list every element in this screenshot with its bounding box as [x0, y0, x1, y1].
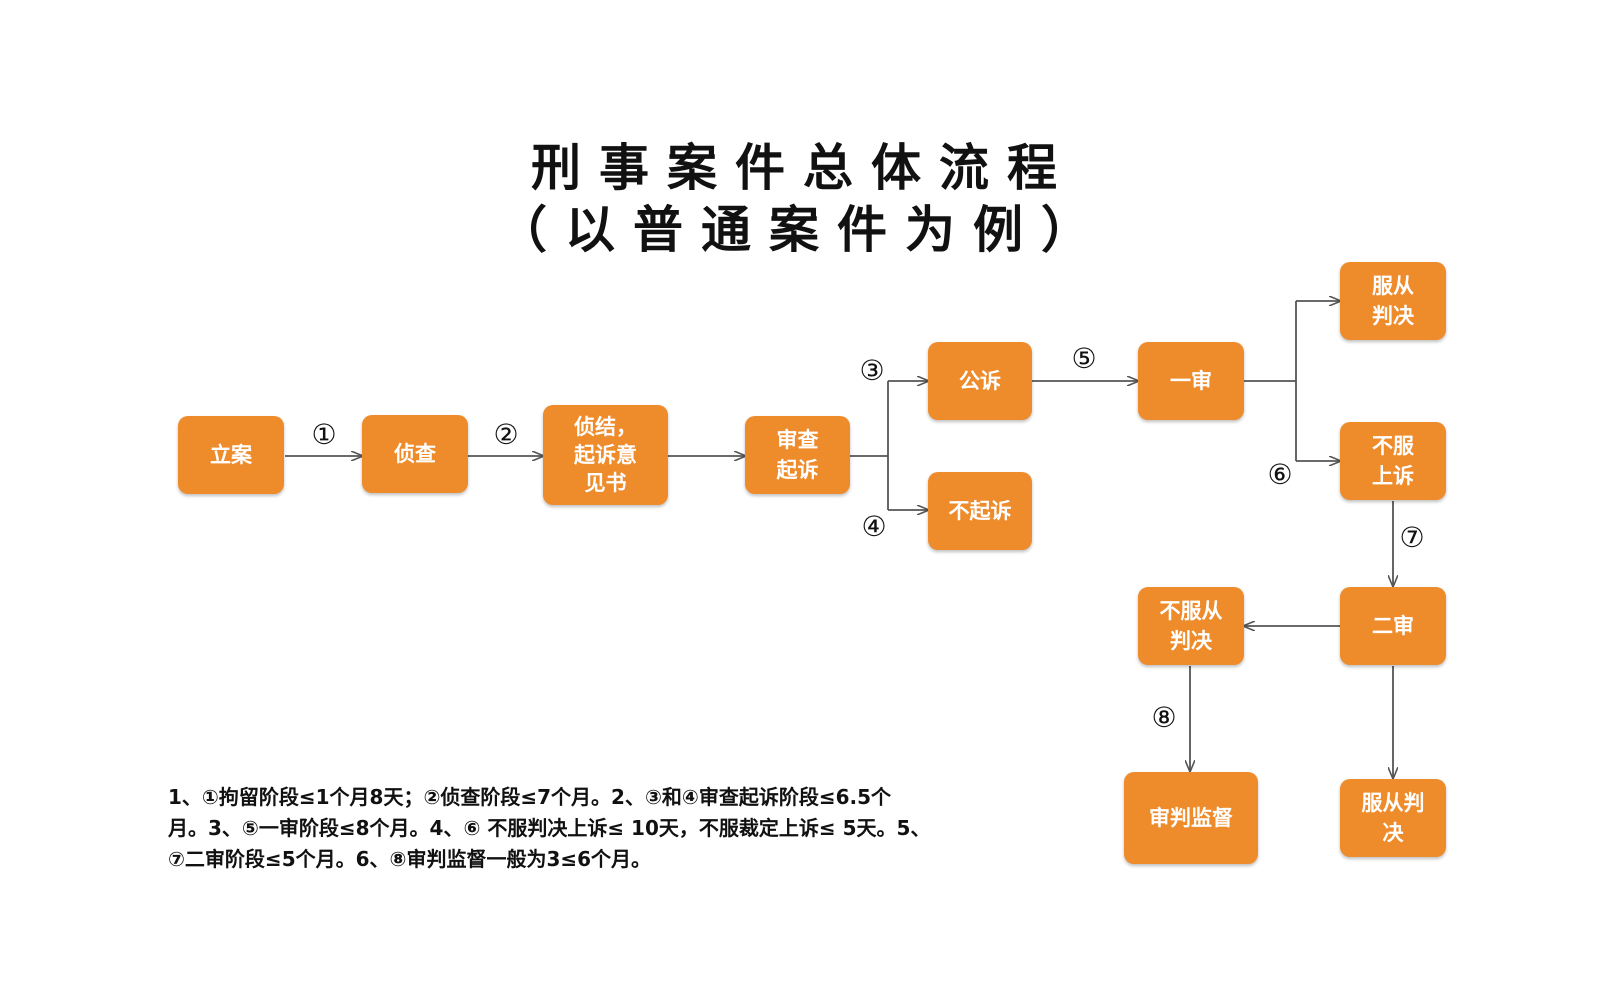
node-zhencha: 侦查: [362, 415, 468, 493]
step-label-4: ④: [861, 510, 887, 543]
node-zhenjie-qisu-yijianshu: 侦结， 起诉意 见书: [543, 405, 668, 505]
notes-line-3: ⑦二审阶段≤5个月。6、⑧审判监督一般为3≤6个月。: [168, 847, 652, 871]
node-bufucong-panjue: 不服从 判决: [1138, 587, 1244, 665]
notes-block: 1、①拘留阶段≤1个月8天；②侦查阶段≤7个月。2、③和④审查起诉阶段≤6.5个…: [168, 782, 1068, 875]
step-label-3: ③: [859, 354, 885, 387]
notes-line-1: 1、①拘留阶段≤1个月8天；②侦查阶段≤7个月。2、③和④审查起诉阶段≤6.5个: [168, 785, 892, 809]
node-fucong-panjue-top: 服从 判决: [1340, 262, 1446, 340]
step-label-6: ⑥: [1267, 458, 1293, 491]
node-gongsu: 公诉: [928, 342, 1032, 420]
node-yishen: 一审: [1138, 342, 1244, 420]
node-fucong-panjue-bottom: 服从判 决: [1340, 779, 1446, 857]
step-label-1: ①: [311, 418, 337, 451]
step-label-8: ⑧: [1151, 701, 1177, 734]
node-shenpan-jiandu: 审判监督: [1124, 772, 1258, 864]
step-label-5: ⑤: [1071, 342, 1097, 375]
node-shencha-qisu: 审查 起诉: [745, 416, 850, 494]
node-buqisu: 不起诉: [928, 472, 1032, 550]
notes-line-2: 月。3、⑤一审阶段≤8个月。4、⑥ 不服判决上诉≤ 10天，不服裁定上诉≤ 5天…: [168, 816, 931, 840]
diagram-subtitle: （以普通案件为例）: [497, 200, 1109, 259]
step-label-2: ②: [493, 418, 519, 451]
node-bufu-shangsu: 不服 上诉: [1340, 422, 1446, 500]
step-label-7: ⑦: [1399, 521, 1425, 554]
node-ershen: 二审: [1340, 587, 1446, 665]
node-lian: 立案: [178, 416, 284, 494]
diagram-title: 刑事案件总体流程: [531, 138, 1075, 197]
